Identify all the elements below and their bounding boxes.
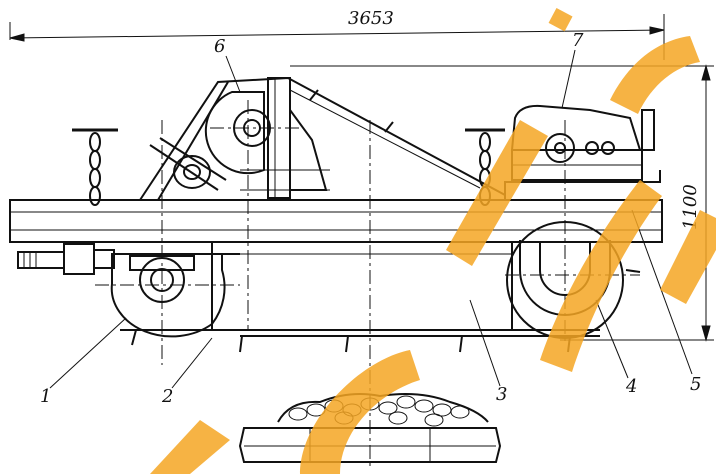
magnet-body-3 (120, 241, 600, 353)
dimension-length-label: 3653 (348, 8, 394, 29)
drum-6 (204, 91, 271, 175)
bracket-roller (149, 137, 227, 191)
watermark-stroke-4 (540, 180, 662, 372)
svg-text:...: ... (481, 0, 631, 51)
main-frame (9, 199, 663, 243)
callout-3: 3 (496, 384, 507, 405)
watermark-stroke-6 (660, 210, 716, 304)
dimension-length: 3653 (9, 8, 665, 60)
callout-4: 4 (625, 376, 637, 397)
watermark: ... (150, 0, 716, 474)
callout-1: 1 (40, 386, 51, 407)
callout-5: 5 (690, 374, 701, 395)
callout-labels: 1 2 3 4 5 6 7 (40, 30, 701, 407)
callout-7: 7 (572, 30, 584, 51)
left-drum-1 (110, 253, 240, 338)
watermark-stroke-3 (446, 120, 548, 266)
left-chain (72, 128, 118, 206)
center-lines (95, 100, 640, 470)
shaft-end (17, 243, 115, 275)
callout-6: 6 (214, 36, 225, 57)
ore-pile (277, 393, 489, 427)
callout-2: 2 (161, 386, 173, 407)
bracket (138, 76, 506, 201)
dimension-height: 1100 (290, 64, 714, 342)
watermark-stroke-1 (150, 420, 230, 474)
watermark-stroke-2 (300, 350, 420, 474)
leader-lines (49, 49, 693, 389)
watermark-stroke-5 (610, 36, 700, 114)
drive-unit-7 (504, 104, 661, 195)
